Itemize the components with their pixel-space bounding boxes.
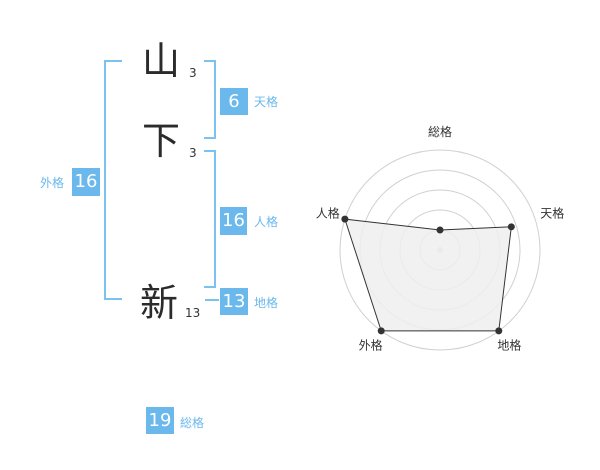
radar-data-polygon xyxy=(344,218,512,332)
stroke-count-1: 3 xyxy=(189,66,197,80)
radar-axis-label-1: 総格 xyxy=(428,124,452,139)
radar-grid-ring xyxy=(339,149,541,351)
tenkaku-value: 6 xyxy=(220,88,248,115)
radar-data-points xyxy=(341,215,515,335)
chikaku-value: 13 xyxy=(220,288,248,315)
radar-point-5 xyxy=(341,215,349,223)
name-char-3: 新 xyxy=(140,281,179,325)
jinkaku-bracket xyxy=(204,150,216,288)
radar-point-1 xyxy=(436,226,444,234)
radar-point-2 xyxy=(507,223,515,231)
chikaku-label: 地格 xyxy=(254,296,279,310)
jinkaku-value: 16 xyxy=(220,207,247,235)
chikaku-connector xyxy=(205,299,219,301)
stroke-count-3: 13 xyxy=(185,306,201,320)
soukaku-value: 19 xyxy=(146,407,174,434)
gaikaku-label: 外格 xyxy=(40,176,65,190)
tenkaku-bracket xyxy=(204,60,216,139)
jinkaku-label: 人格 xyxy=(254,215,279,229)
radar-axis-label-2: 天格 xyxy=(540,206,564,221)
radar-point-4 xyxy=(377,327,385,335)
gaikaku-value: 16 xyxy=(72,168,100,196)
soukaku-label: 総格 xyxy=(180,416,205,430)
radar-axis-label-5: 人格 xyxy=(316,206,340,221)
name-char-1: 山 xyxy=(142,39,181,83)
radar-point-3 xyxy=(495,327,503,335)
outer-bracket xyxy=(104,60,122,300)
radar-axis-label-3: 地格 xyxy=(497,337,521,352)
name-char-2: 下 xyxy=(142,119,181,163)
stroke-count-2: 3 xyxy=(189,146,197,160)
tenkaku-label: 天格 xyxy=(254,95,279,109)
radar-axis-label-4: 外格 xyxy=(359,337,383,352)
